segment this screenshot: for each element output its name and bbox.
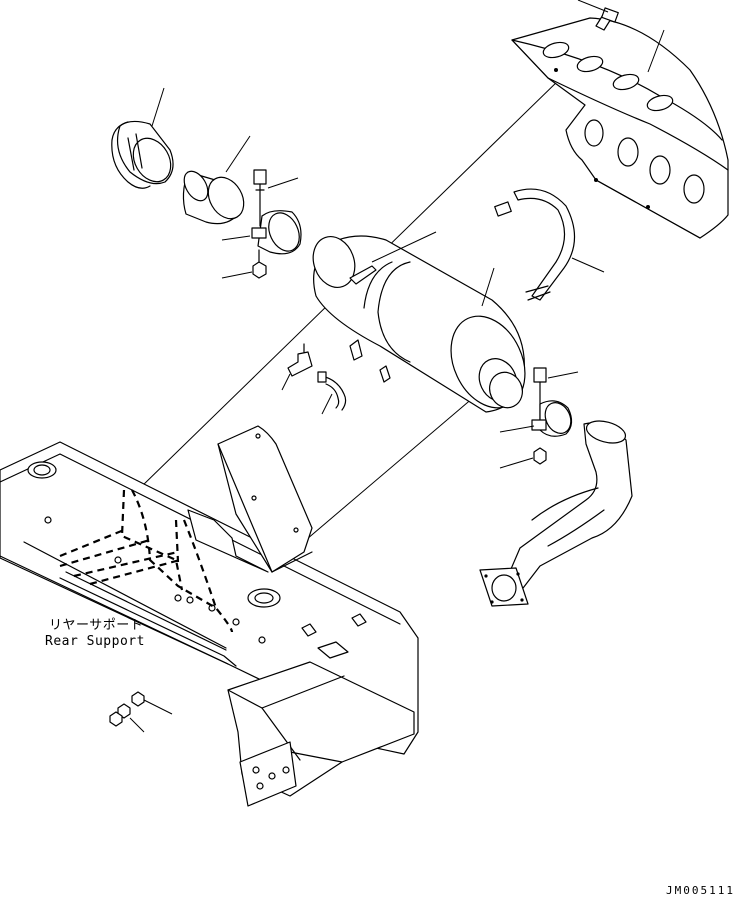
muffler-band bbox=[495, 189, 604, 300]
pipe-clamp-lower bbox=[500, 398, 576, 437]
elbow-fitting bbox=[282, 344, 312, 390]
pipe-clamp-ring bbox=[112, 88, 178, 188]
pipe-sleeve bbox=[179, 136, 251, 225]
drain-hose bbox=[318, 372, 346, 414]
pipe-clamp-small bbox=[222, 208, 305, 256]
frame-bolts-nuts bbox=[110, 692, 172, 732]
rear-support-label-english: Rear Support bbox=[45, 634, 145, 649]
rear-support-label-japanese: リヤーサポート bbox=[49, 618, 144, 633]
clamp-nut-lower bbox=[500, 448, 546, 468]
shield-bolt bbox=[578, 0, 618, 30]
drawing-code: JM005111 bbox=[666, 884, 735, 897]
clamp-nut-upper bbox=[222, 250, 266, 278]
muffler bbox=[306, 231, 539, 420]
clamp-bolt-upper bbox=[254, 170, 298, 226]
heat-shield bbox=[512, 18, 728, 238]
rear-support-frame bbox=[0, 426, 418, 806]
tail-pipe bbox=[480, 417, 632, 606]
